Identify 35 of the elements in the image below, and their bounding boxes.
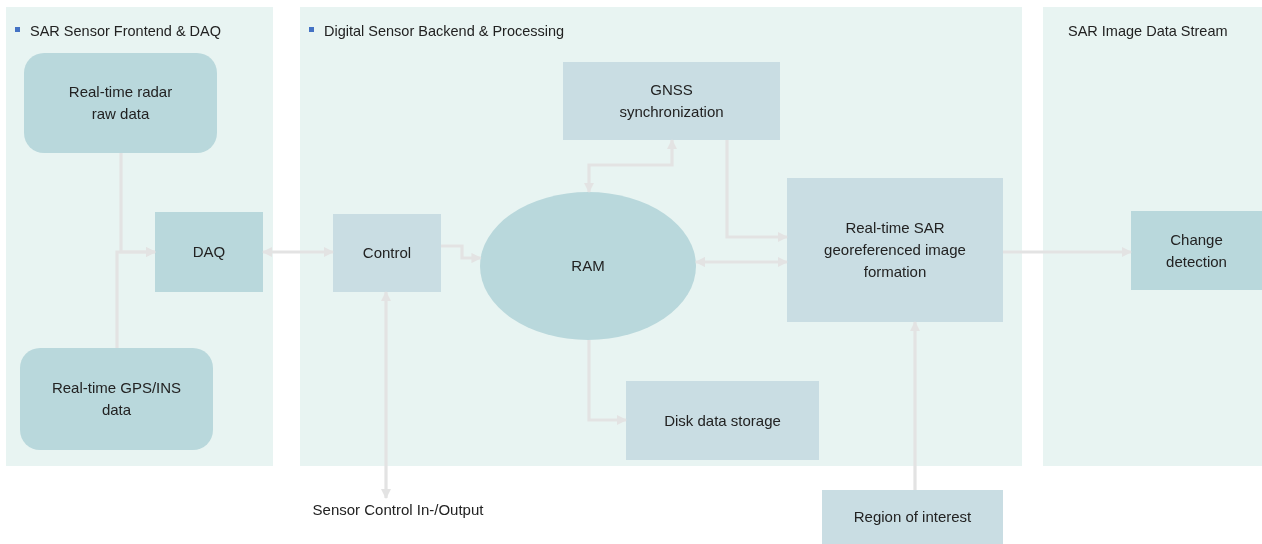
panel-heading: SAR Sensor Frontend & DAQ (30, 22, 221, 41)
panel-heading: Digital Sensor Backend & Processing (324, 22, 565, 41)
node-label: Sensor Control In-/Output (312, 500, 484, 521)
connector-arrow (441, 244, 482, 264)
connector-arrow (587, 340, 627, 426)
node-label: DAQ (191, 242, 227, 263)
connector-arrow (909, 321, 921, 490)
node-label: Control (361, 243, 413, 264)
node-label: Real-time GPS/INS data (50, 378, 183, 420)
process-box (626, 381, 819, 460)
process-box (1131, 211, 1262, 290)
process-box (20, 348, 213, 450)
node-label: Real-time radar raw data (67, 82, 174, 124)
panel-heading: SAR Image Data Stream (1068, 22, 1228, 41)
process-box (24, 53, 217, 153)
group-panel (6, 7, 273, 466)
group-panel (1043, 7, 1262, 466)
node-label: GNSS synchronization (618, 80, 725, 122)
node-label: Region of interest (852, 507, 973, 528)
group-panel (300, 7, 1022, 466)
connector-arrow (1003, 246, 1132, 258)
process-box (563, 62, 780, 140)
node-label: Disk data storage (663, 410, 782, 431)
process-box (333, 214, 441, 292)
connector-arrow (583, 139, 678, 194)
process-box (155, 212, 263, 292)
connector-arrow (262, 246, 334, 258)
connector-arrow (725, 140, 788, 243)
node-label: Change detection (1165, 229, 1228, 272)
node-label: Real-time SAR georeferenced image formation (823, 218, 967, 282)
node-label: RAM (570, 256, 606, 277)
process-box (787, 178, 1003, 322)
connector-arrow (380, 291, 392, 499)
process-box (822, 490, 1003, 544)
connector-arrow (694, 256, 788, 268)
